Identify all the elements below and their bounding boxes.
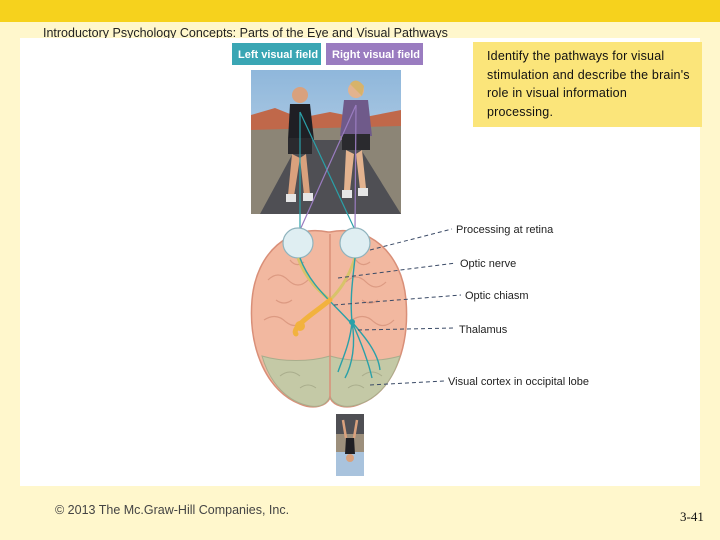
left-visual-field-label: Left visual field [238, 49, 318, 61]
label-thalamus: Thalamus [459, 324, 508, 336]
learning-objective-box: Identify the pathways for visual stimula… [473, 42, 702, 127]
left-thalamus-node [295, 321, 305, 331]
label-visual-cortex: Visual cortex in occipital lobe [448, 376, 589, 388]
brain-illustration [251, 231, 406, 407]
label-optic-nerve: Optic nerve [460, 258, 516, 270]
runners-photo [251, 70, 401, 214]
right-thalamus-node [349, 319, 355, 325]
label-optic-chiasm: Optic chiasm [465, 290, 529, 302]
label-processing-at-retina: Processing at retina [456, 224, 554, 236]
inverted-image-thumbnail [336, 414, 364, 476]
slide-number: 3-41 [680, 509, 704, 525]
right-eye [340, 228, 370, 258]
copyright-notice: © 2013 The Mc.Graw-Hill Companies, Inc. [55, 503, 289, 517]
right-visual-field-label: Right visual field [332, 49, 420, 61]
left-eye [283, 228, 313, 258]
